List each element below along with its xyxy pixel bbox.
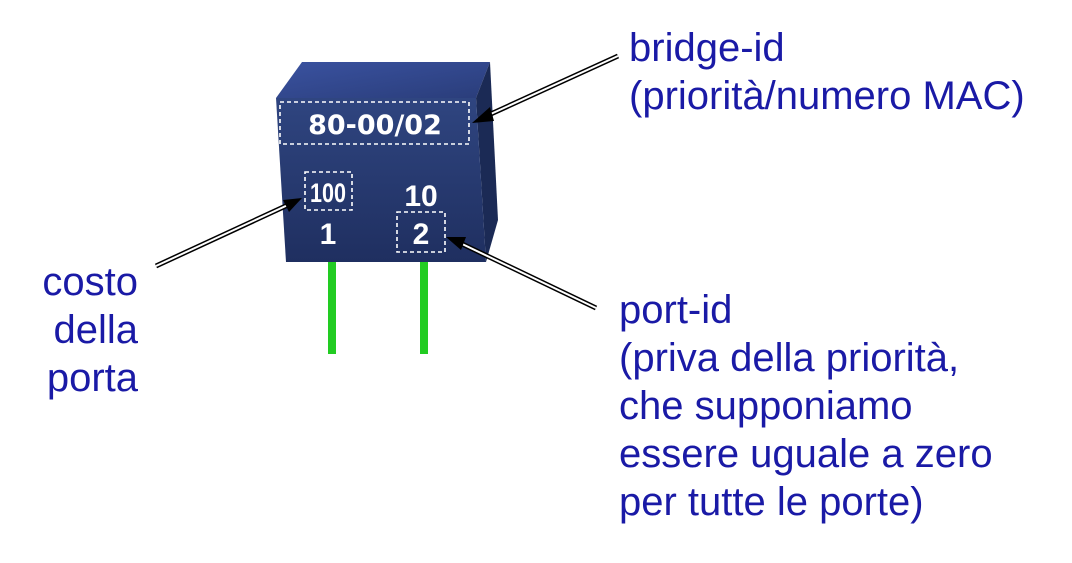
- port-id-callout-line: per tutte le porte): [619, 480, 924, 524]
- port-id-callout-line: (priva della priorità,: [619, 336, 960, 380]
- port-1-id: 1: [320, 218, 337, 251]
- bridge-box-top: [276, 62, 490, 98]
- bridge-box-front: [276, 98, 486, 262]
- bridge-id-value: 80-00/02: [308, 110, 442, 141]
- bridge-id-callout: bridge-id (priorità/numero MAC): [629, 24, 1025, 120]
- port-1-cost: 100: [310, 178, 346, 208]
- port-2-id: 2: [413, 218, 430, 251]
- cost-leader: [154, 198, 302, 269]
- cost-callout-line: porta: [46, 356, 138, 400]
- port-1-cost-highlight: [304, 171, 353, 211]
- bridge-box: [276, 62, 498, 262]
- bridge-id-highlight: [279, 101, 470, 145]
- cost-callout-line: costo: [42, 260, 138, 304]
- port-2-link: [420, 262, 428, 354]
- port-id-callout: port-id (priva della priorità, che suppo…: [619, 286, 993, 526]
- port-id-callout-line: port-id: [619, 288, 733, 332]
- port-1-link: [328, 262, 336, 354]
- port-id-callout-line: che supponiamo: [619, 384, 913, 428]
- port-2-id-highlight: [396, 211, 446, 253]
- bridge-id-callout-line: (priorità/numero MAC): [629, 74, 1025, 118]
- bridge-id-callout-line: bridge-id: [629, 26, 785, 70]
- port-id-callout-line: essere uguale a zero: [619, 432, 993, 476]
- cost-callout-line: della: [53, 308, 138, 352]
- port-id-leader: [446, 237, 598, 311]
- port-2-cost: 10: [404, 180, 437, 213]
- bridge-id-leader: [472, 53, 620, 123]
- cost-callout: costo della porta: [42, 258, 138, 402]
